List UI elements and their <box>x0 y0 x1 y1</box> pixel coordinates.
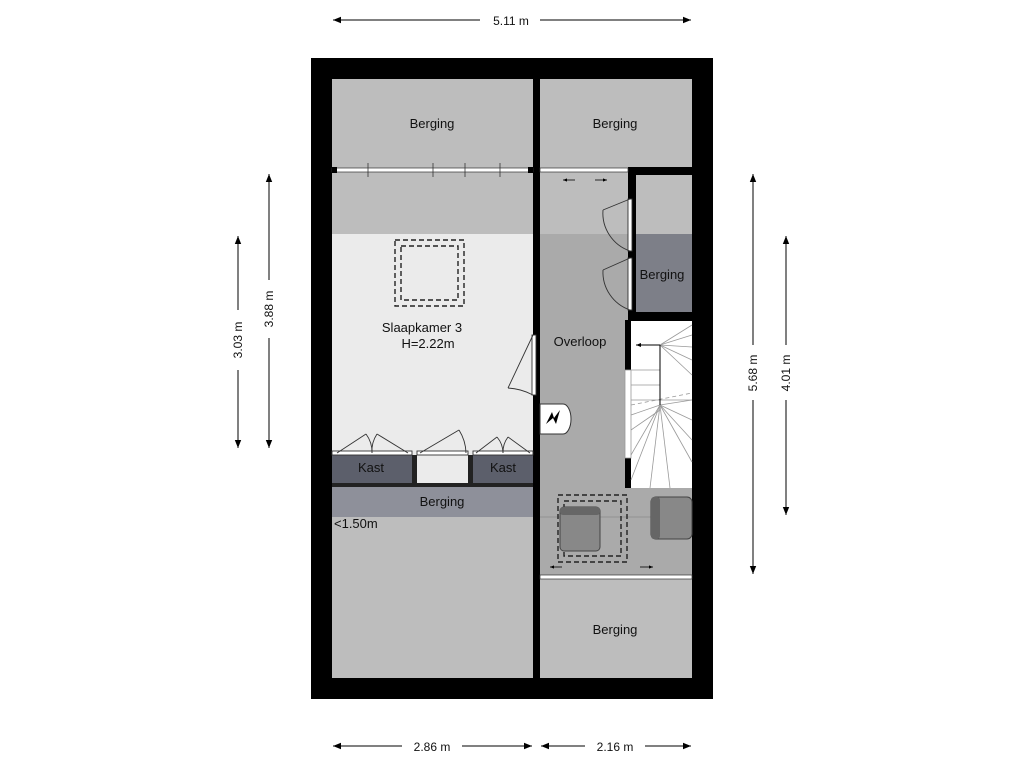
dim-right-inner-label: 4.01 m <box>779 355 793 392</box>
dim-right-outer-label: 5.68 m <box>746 355 760 392</box>
dim-top: 5.11 m <box>333 14 691 28</box>
kast-right-area <box>473 455 533 483</box>
slaapkamer-area <box>332 234 533 455</box>
label-slaapkamer: Slaapkamer 3 <box>382 320 462 335</box>
label-slaapkamer-height: H=2.22m <box>401 336 454 351</box>
label-kast-left: Kast <box>358 460 384 475</box>
sliding-door-top <box>331 163 629 182</box>
dim-bottom-right: 2.16 m <box>541 740 691 754</box>
label-kast-right: Kast <box>490 460 516 475</box>
dim-right-outer: 5.68 m <box>746 174 760 574</box>
small-berging-area <box>636 234 692 312</box>
dim-bottom-left-label: 2.86 m <box>414 740 451 754</box>
small-berging-top <box>636 175 692 234</box>
door-small-berging-1 <box>602 198 633 252</box>
overloop-light-area <box>540 167 628 234</box>
dim-left-outer: 3.88 m <box>262 174 276 448</box>
label-berging-small: Berging <box>640 267 685 282</box>
kast-gap-area <box>417 455 468 483</box>
dim-bottom-right-label: 2.16 m <box>597 740 634 754</box>
dim-right-inner: 4.01 m <box>779 236 793 515</box>
door-small-berging-2 <box>602 257 633 311</box>
label-berging-top-right: Berging <box>593 116 638 131</box>
dim-left-inner-label: 3.03 m <box>231 322 245 359</box>
stair-steps <box>624 324 693 489</box>
label-berging-top-left: Berging <box>410 116 455 131</box>
berging-strip-area <box>332 487 533 517</box>
door-slaapkamer <box>507 334 537 396</box>
dim-left-inner: 3.03 m <box>231 236 245 448</box>
center-wall <box>533 79 540 678</box>
label-berging-middle: Berging <box>420 494 465 509</box>
label-overloop: Overloop <box>554 334 607 349</box>
kast-doors <box>331 429 534 456</box>
dim-top-label: 5.11 m <box>493 14 529 28</box>
appliance-icon <box>650 496 693 540</box>
berging-bottom-right-area <box>540 578 692 678</box>
dim-left-outer-label: 3.88 m <box>262 291 276 328</box>
label-height-note: <1.50m <box>334 516 378 531</box>
heater-icon <box>539 403 572 435</box>
dim-bottom-left: 2.86 m <box>333 740 532 754</box>
kast-left-area <box>332 455 412 483</box>
berging-bottom-left-area <box>332 517 533 678</box>
skylight-overloop <box>557 494 628 563</box>
berging-top-right-area <box>540 79 692 167</box>
label-berging-bottom-right: Berging <box>593 622 638 637</box>
skylight-bedroom <box>394 239 465 307</box>
berging-top-left-area <box>332 79 533 234</box>
